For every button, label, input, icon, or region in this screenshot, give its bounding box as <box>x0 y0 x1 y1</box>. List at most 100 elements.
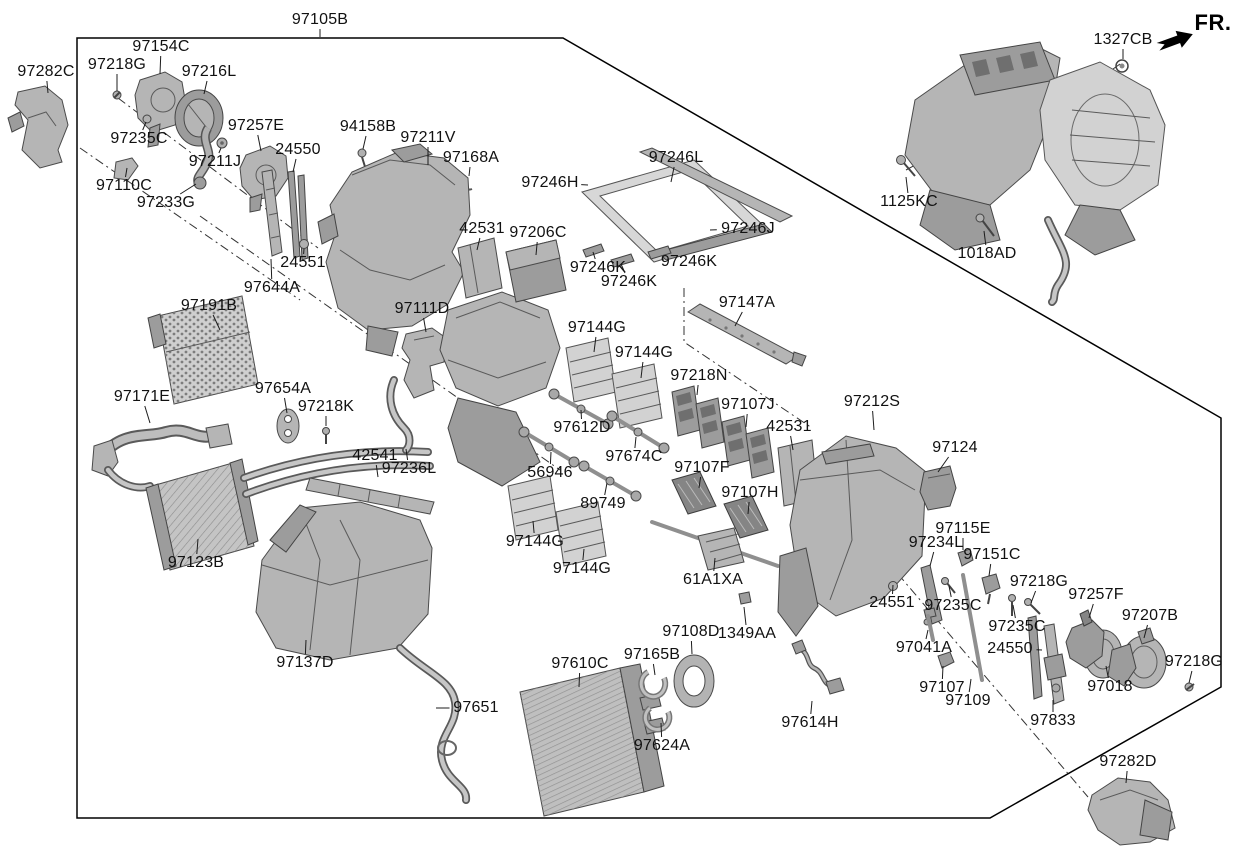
leader-line <box>745 413 748 428</box>
fr-direction-label: FR. <box>1194 10 1232 35</box>
part-97107-clip <box>937 651 955 669</box>
leader-line <box>362 135 367 150</box>
leader-line <box>476 237 481 251</box>
part-97107f-door <box>671 471 717 515</box>
washer-1327cb <box>1115 59 1129 73</box>
part-24550-rod-left <box>287 170 309 261</box>
part-label-97218N: 97218N <box>670 367 728 384</box>
part-97111d-bracket <box>401 327 447 399</box>
part-label-97154C: 97154C <box>132 38 190 55</box>
bolt-1125kc <box>896 155 916 177</box>
leader-line <box>810 700 813 715</box>
part-61a1xa-screen <box>650 520 780 571</box>
part-label-97123B: 97123B <box>167 554 225 571</box>
leader-line <box>983 230 987 246</box>
part-label-24550: 24550 <box>987 640 1033 657</box>
part-97206c-duct <box>505 239 567 303</box>
leader-line <box>698 476 702 489</box>
part-label-97233G: 97233G <box>136 194 196 211</box>
part-label-97246K: 97246K <box>600 273 658 290</box>
part-label-1327CB: 1327CB <box>1093 31 1153 48</box>
leader-line <box>929 551 935 567</box>
part-97218n-doors <box>671 385 725 449</box>
leader-line <box>125 167 128 178</box>
part-label-97212S: 97212S <box>843 393 901 410</box>
part-label-97246J: 97246J <box>721 220 775 237</box>
part-label-97115E: 97115E <box>935 520 991 537</box>
part-97212s-case <box>777 435 927 637</box>
part-label-97282C: 97282C <box>17 63 75 80</box>
part-label-97107F: 97107F <box>674 459 730 476</box>
part-label-24551: 24551 <box>280 254 326 271</box>
part-label-42531: 42531 <box>766 418 812 435</box>
leader-line <box>941 665 944 680</box>
leader-line <box>1125 770 1128 784</box>
part-97124-actuator <box>919 465 957 511</box>
part-label-97018: 97018 <box>1087 678 1133 695</box>
part-label-97168A: 97168A <box>442 149 500 166</box>
part-97171e-bracket <box>91 423 233 492</box>
part-label-97651: 97651 <box>453 699 499 716</box>
hvac-assembled-unit <box>904 41 1166 306</box>
part-label-42541: 42541 <box>352 447 398 464</box>
part-label-97216L: 97216L <box>181 63 237 80</box>
part-label-97257E: 97257E <box>227 117 285 134</box>
leader-line <box>423 317 427 333</box>
leader-line <box>604 482 608 496</box>
part-97614h-bracket <box>791 639 845 695</box>
leader-line <box>634 436 637 449</box>
part-label-97246K: 97246K <box>660 253 718 270</box>
part-label-97206C: 97206C <box>509 224 567 241</box>
part-97191b-ptc-heater <box>147 295 259 405</box>
leader-line <box>1188 670 1193 684</box>
leader-line <box>284 397 288 414</box>
part-label-89749: 89749 <box>580 495 626 512</box>
part-label-97108D: 97108D <box>662 623 720 640</box>
screw-97218k <box>322 427 330 444</box>
leader-line <box>1105 665 1109 679</box>
part-label-97236L: 97236L <box>381 460 437 477</box>
leader-line <box>270 258 273 280</box>
part-97115e-clip <box>957 548 974 567</box>
part-label-97246L: 97246L <box>648 149 704 166</box>
part-label-97257F: 97257F <box>1068 586 1124 603</box>
part-label-1125KC: 1125KC <box>880 193 938 210</box>
part-label-97144G: 97144G <box>505 533 565 550</box>
part-97612d-rod <box>548 388 614 430</box>
part-label-97235C: 97235C <box>110 130 168 147</box>
leader-line <box>696 384 699 396</box>
leader-line <box>592 251 596 260</box>
fr-direction-arrow <box>1156 30 1193 51</box>
leader-line <box>549 451 552 465</box>
part-label-97612D: 97612D <box>553 419 611 436</box>
leader-line <box>218 147 222 154</box>
part-97674c-rod <box>606 410 670 454</box>
part-97107j-doors <box>721 415 775 479</box>
part-label-1349AA: 1349AA <box>717 625 777 642</box>
leader-line <box>46 80 49 94</box>
part-label-97147A: 97147A <box>718 294 776 311</box>
leader-line <box>790 435 794 451</box>
bolt-97235c-right1 <box>941 577 956 594</box>
part-label-97211V: 97211V <box>400 129 456 146</box>
leader-line <box>713 557 716 572</box>
heater-center-assembly <box>439 291 561 487</box>
leader-line <box>892 584 894 595</box>
leader-line <box>652 663 656 676</box>
part-24550-rail-right <box>1027 615 1043 700</box>
part-97108d-seal-ring <box>673 654 715 708</box>
leader-line <box>925 629 929 640</box>
leader-line <box>1143 624 1148 639</box>
part-97236l-pipe <box>386 376 414 454</box>
leader-line <box>468 166 471 177</box>
screw-97218g-right2 <box>1184 682 1195 692</box>
part-label-97218K: 97218K <box>297 398 355 415</box>
part-97041a-pin <box>923 607 937 642</box>
part-label-97235C: 97235C <box>924 597 982 614</box>
part-label-97235C: 97235C <box>988 618 1046 635</box>
part-label-97105B: 97105B <box>291 11 349 28</box>
part-label-97654A: 97654A <box>254 380 312 397</box>
leader-line <box>948 585 952 598</box>
leader-line <box>872 410 875 431</box>
leader-line <box>988 563 992 577</box>
